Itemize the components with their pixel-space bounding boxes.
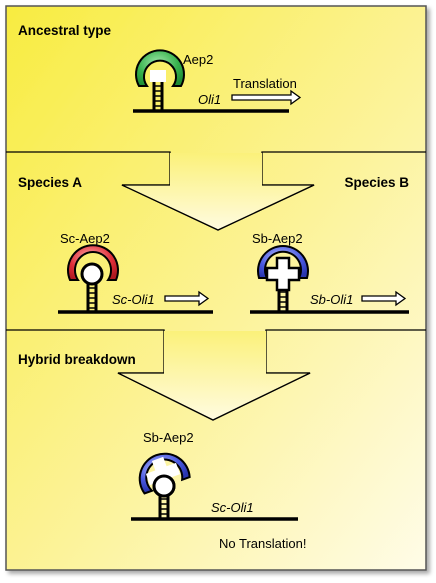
species-a-protein-label: Sc-Aep2 — [60, 231, 110, 246]
panel-hybrid: Hybrid breakdown Sb-Aep2 Sc-Oli1 No Tran… — [6, 329, 426, 551]
species-b-heading: Species B — [344, 175, 409, 190]
hybrid-construct: Sb-Aep2 Sc-Oli1 No Translation! — [131, 430, 306, 551]
panel-species: Species A Species B Sc-Aep2 Sc-Oli1 — [6, 151, 426, 314]
species-b-mrna-label: Sb-Oli1 — [310, 292, 353, 307]
ancestral-heading: Ancestral type — [18, 23, 112, 38]
panel-ancestral: Ancestral type Aep2 Translation Oli1 — [18, 23, 302, 113]
blue-protein-icon — [257, 245, 309, 279]
translation-arrow-icon — [231, 89, 302, 106]
species-a-construct: Sc-Aep2 Sc-Oli1 — [58, 231, 213, 314]
ancestral-stem-loop — [152, 80, 164, 110]
red-protein-icon — [67, 244, 119, 281]
figure-frame — [5, 5, 427, 571]
hybrid-mrna-label: Sc-Oli1 — [211, 500, 254, 515]
hybrid-heading: Hybrid breakdown — [18, 352, 136, 367]
ancestral-protein-label: Aep2 — [183, 52, 213, 67]
species-b-protein-label: Sb-Aep2 — [252, 231, 303, 246]
species-a-translation-arrow-icon — [164, 290, 210, 307]
hybrid-blue-protein-icon — [138, 452, 191, 495]
hybrid-protein-label: Sb-Aep2 — [143, 430, 194, 445]
species-a-mrna-label: Sc-Oli1 — [112, 292, 155, 307]
green-protein-icon — [135, 49, 185, 87]
no-translation-label: No Translation! — [219, 536, 306, 551]
species-big-arrow-icon — [122, 153, 314, 230]
cross-shaped-stem-icon — [265, 256, 301, 292]
species-b-translation-arrow-icon — [361, 290, 407, 307]
species-b-construct: Sb-Aep2 Sb-Oli1 — [250, 231, 409, 314]
species-a-heading: Species A — [18, 175, 82, 190]
translation-label: Translation — [233, 76, 297, 91]
hybrid-big-arrow-icon — [118, 331, 310, 420]
green-protein-pocket — [150, 70, 166, 82]
ancestral-mrna-label: Oli1 — [198, 92, 221, 107]
